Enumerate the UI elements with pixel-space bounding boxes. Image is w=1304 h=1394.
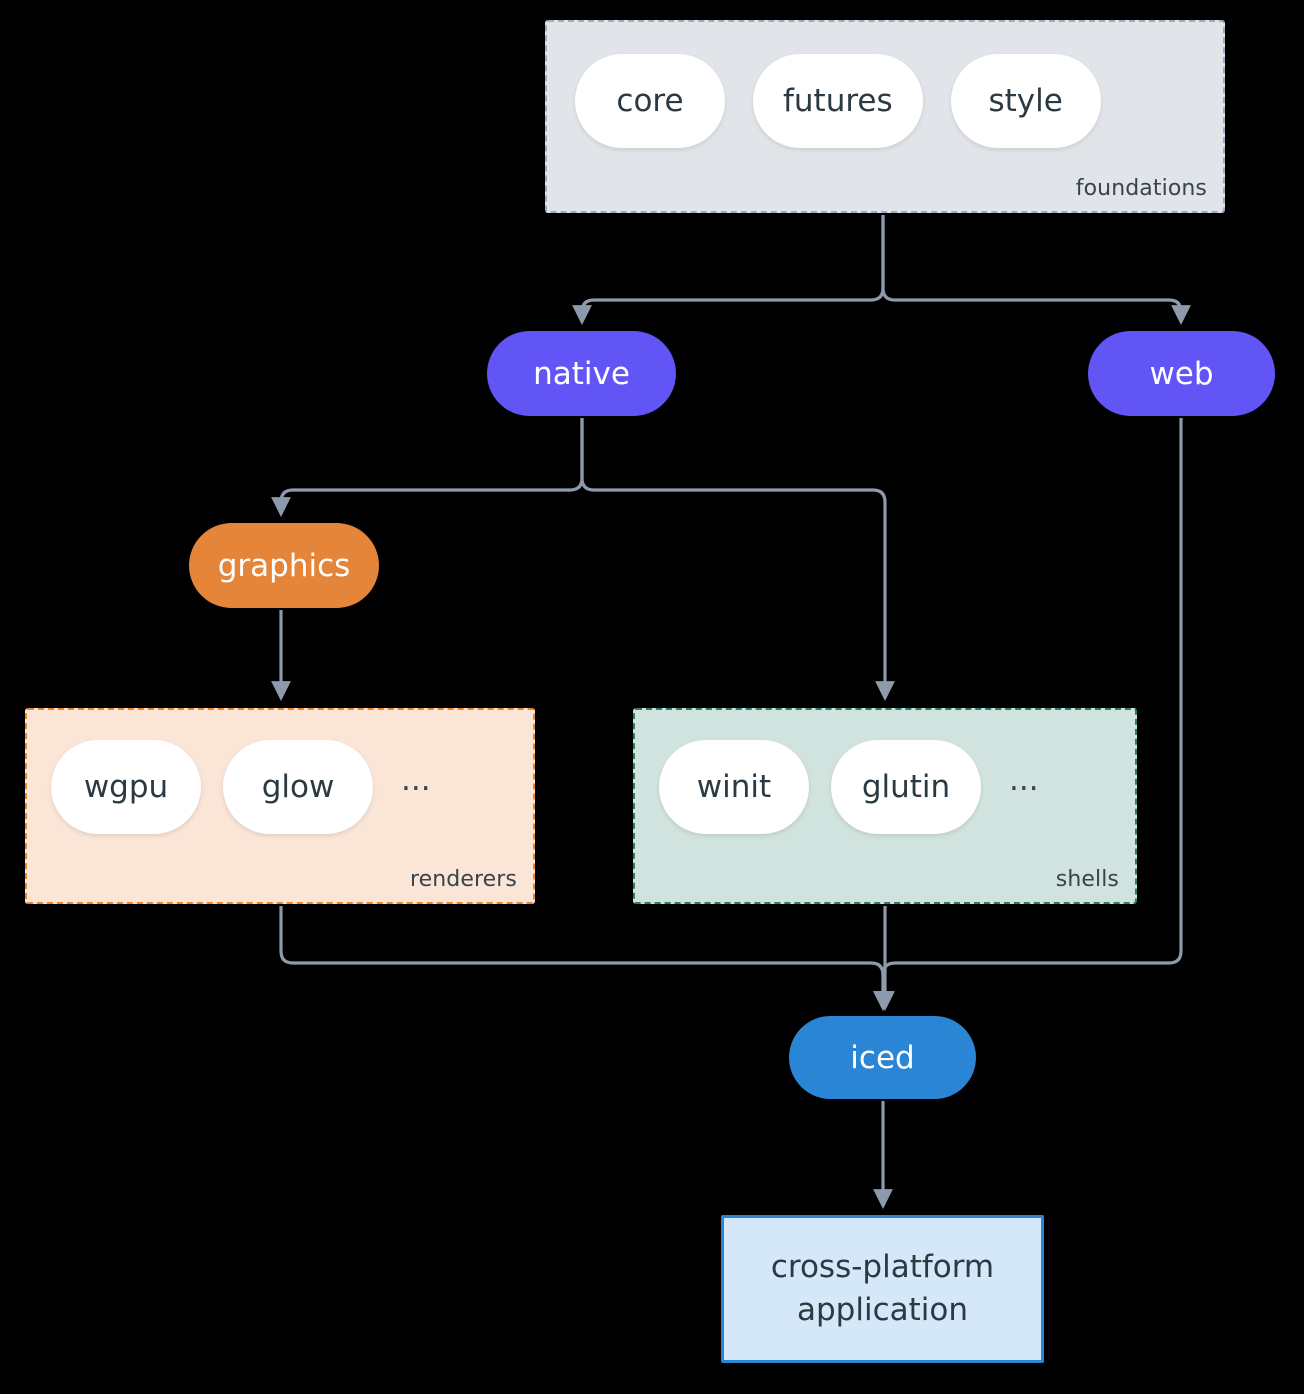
- edge-foundations-web: [881, 215, 1191, 325]
- edge-native-shells: [580, 418, 895, 701]
- group-shells: winit glutin ... shells: [633, 708, 1137, 904]
- node-core[interactable]: core: [575, 54, 725, 148]
- edge-native-graphics: [271, 418, 584, 517]
- edge-renderers-iced: [279, 906, 893, 1011]
- application-line-1: cross-platform: [770, 1249, 995, 1286]
- node-futures[interactable]: futures: [753, 54, 923, 148]
- group-foundations-members: core futures style: [575, 54, 1101, 148]
- renderers-ellipsis: ...: [401, 761, 431, 798]
- group-shells-label: shells: [1055, 867, 1119, 892]
- node-glow[interactable]: glow: [223, 740, 373, 834]
- node-web[interactable]: web: [1088, 331, 1275, 416]
- node-native[interactable]: native: [487, 331, 676, 416]
- group-foundations-label: foundations: [1075, 176, 1207, 201]
- node-graphics[interactable]: graphics: [189, 523, 379, 608]
- node-winit[interactable]: winit: [659, 740, 809, 834]
- node-iced[interactable]: iced: [789, 1016, 976, 1099]
- group-renderers-label: renderers: [409, 867, 517, 892]
- node-style[interactable]: style: [950, 54, 1101, 148]
- group-shells-members: winit glutin ...: [659, 740, 1043, 834]
- node-cross-platform-application[interactable]: cross-platform application: [721, 1215, 1044, 1363]
- node-glutin[interactable]: glutin: [831, 740, 981, 834]
- group-renderers: wgpu glow ... renderers: [25, 708, 535, 904]
- group-foundations: core futures style foundations: [545, 20, 1225, 213]
- group-renderers-members: wgpu glow ...: [51, 740, 435, 834]
- node-wgpu[interactable]: wgpu: [51, 740, 201, 834]
- application-line-2: application: [797, 1292, 968, 1328]
- shells-ellipsis: ...: [1009, 761, 1039, 798]
- edge-foundations-native: [572, 215, 885, 325]
